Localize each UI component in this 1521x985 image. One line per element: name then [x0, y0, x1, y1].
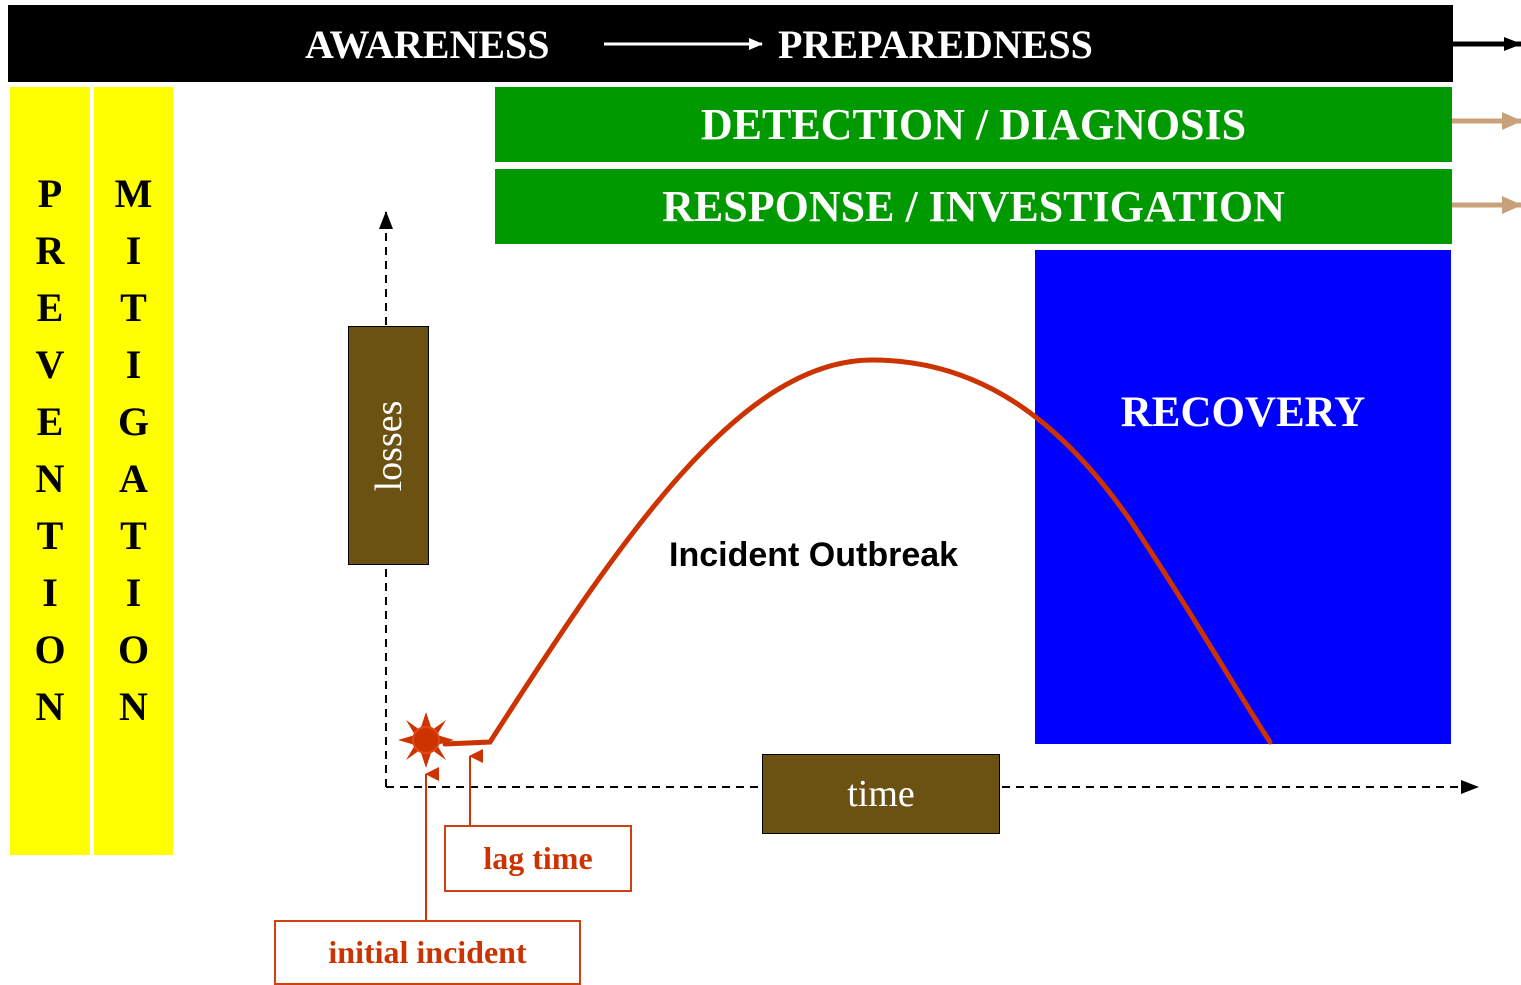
- initial-incident-star-icon: [398, 712, 454, 768]
- recovery-block: [1035, 250, 1451, 744]
- lag-time-callout: lag time: [444, 825, 632, 892]
- mitigation-letter: G: [117, 399, 150, 444]
- response-investigation-label: RESPONSE / INVESTIGATION: [662, 182, 1285, 231]
- mitigation-letter: A: [119, 456, 148, 501]
- initial-incident-label: initial incident: [328, 934, 527, 970]
- mitigation-letter: T: [120, 285, 147, 330]
- mitigation-letter: I: [125, 570, 142, 615]
- prevention-letter: T: [36, 513, 64, 558]
- response-investigation-bar: RESPONSE / INVESTIGATION: [495, 169, 1452, 244]
- prevention-column: P R E V E N T I O N: [10, 87, 90, 855]
- mitigation-letter: T: [120, 513, 147, 558]
- mitigation-letter: M: [114, 171, 153, 216]
- prevention-letter: R: [35, 228, 65, 273]
- prevention-letter: O: [34, 627, 66, 672]
- mitigation-letter: N: [119, 684, 148, 729]
- prevention-letter: N: [35, 684, 65, 729]
- detection-diagnosis-label: DETECTION / DIAGNOSIS: [700, 100, 1247, 149]
- initial-incident-callout: initial incident: [274, 920, 581, 985]
- mitigation-column: M I T I G A T I O N: [94, 87, 173, 855]
- incident-outbreak-curve: [442, 357, 1273, 747]
- losses-label-box: losses: [348, 326, 429, 565]
- mitigation-letter: I: [125, 228, 142, 273]
- awareness-preparedness-banner: AWARENESS PREPAREDNESS: [8, 5, 1453, 82]
- mitigation-letter: O: [117, 627, 150, 672]
- losses-label: losses: [367, 400, 410, 491]
- prevention-letter: E: [36, 399, 64, 444]
- prevention-letter: E: [36, 285, 64, 330]
- time-label-box: time: [762, 754, 1000, 834]
- detection-diagnosis-bar: DETECTION / DIAGNOSIS: [495, 87, 1452, 162]
- time-label: time: [847, 773, 915, 815]
- incident-outbreak-label: Incident Outbreak: [669, 536, 959, 574]
- prevention-letter: P: [37, 171, 63, 216]
- lag-time-label: lag time: [483, 840, 593, 876]
- prevention-letter: I: [42, 570, 58, 615]
- mitigation-letter: I: [125, 342, 142, 387]
- prevention-letter: V: [35, 342, 65, 387]
- preparedness-label: PREPAREDNESS: [778, 22, 1093, 67]
- prevention-letter: N: [35, 456, 65, 501]
- recovery-label: RECOVERY: [1120, 389, 1366, 436]
- awareness-label: AWARENESS: [305, 22, 550, 67]
